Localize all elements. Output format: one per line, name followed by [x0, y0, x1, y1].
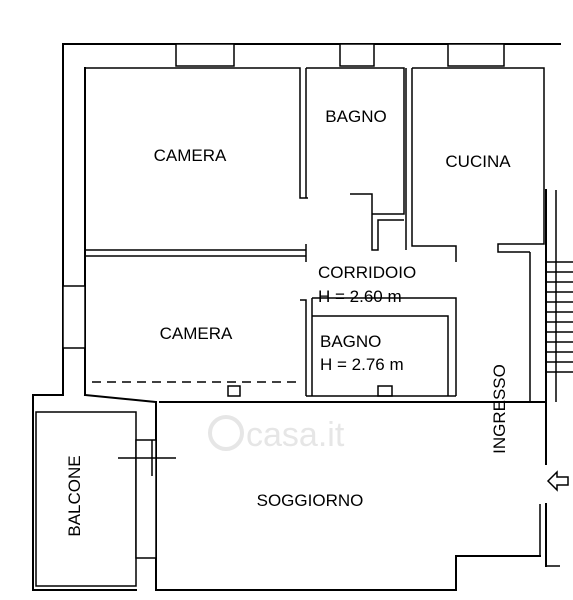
room-label-bagno-bottom: BAGNO — [320, 332, 381, 351]
watermark-text: casa.it — [246, 416, 345, 454]
room-label-ingresso: INGRESSO — [490, 364, 509, 454]
room-label-cucina: CUCINA — [445, 152, 511, 171]
windows — [35, 43, 505, 587]
room-label-camera-bottom: CAMERA — [160, 324, 233, 343]
stairs — [546, 261, 573, 373]
room-label-bagno-top: BAGNO — [325, 107, 386, 126]
room-height-corridoio: H = 2.60 m — [318, 287, 402, 306]
room-label-balcone: BALCONE — [65, 455, 84, 536]
interior-walls — [85, 67, 560, 567]
room-label-camera-top: CAMERA — [154, 146, 227, 165]
room-height-bagno-bottom: H = 2.76 m — [320, 355, 404, 374]
watermark: casa.it — [208, 415, 345, 454]
room-label-soggiorno: SOGGIORNO — [257, 491, 364, 510]
arrow-left-outline-icon — [546, 470, 569, 492]
room-label-corridoio: CORRIDOIO — [318, 263, 416, 282]
